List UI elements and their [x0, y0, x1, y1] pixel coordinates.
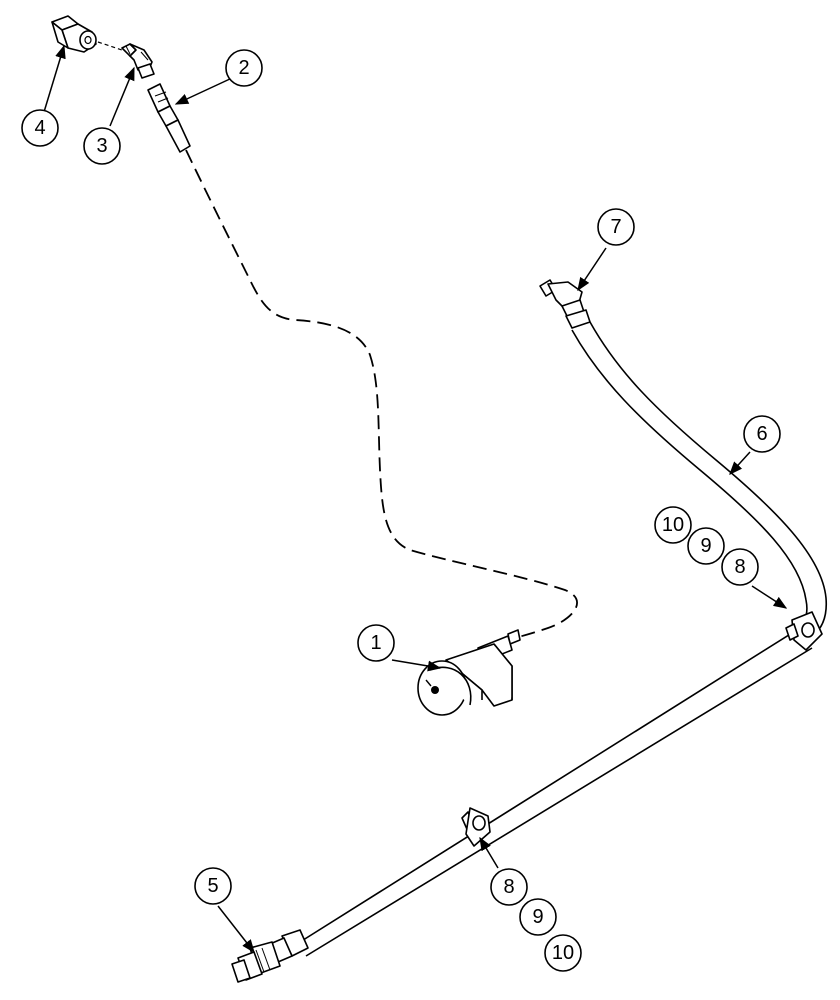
callout-2-label: 2 [238, 57, 249, 79]
part-5-fitting [231, 941, 281, 983]
callout-3: 3 [83, 127, 121, 165]
callout-9-lower: 9 [519, 898, 557, 936]
callout-4-label: 4 [34, 117, 45, 139]
callout-5: 5 [194, 867, 232, 905]
callout-6-label: 6 [756, 423, 767, 445]
part-2-hose-end [147, 83, 191, 153]
callout-2: 2 [225, 49, 263, 87]
part-4-adapter [51, 15, 123, 53]
callout-10-lower-label: 10 [552, 942, 574, 964]
callout-7: 7 [597, 208, 635, 246]
callout-10-upper-label: 10 [662, 514, 684, 536]
leader-lines [43, 44, 788, 954]
callout-1-label: 1 [370, 632, 381, 654]
part-3-elbow-fitting [121, 43, 155, 79]
callout-9-lower-label: 9 [532, 906, 543, 928]
callout-10-upper: 10 [654, 506, 692, 544]
callout-8-lower: 8 [490, 868, 528, 906]
callout-8-upper-label: 8 [734, 556, 745, 578]
callout-8-upper: 8 [721, 548, 759, 586]
callout-4: 4 [21, 109, 59, 147]
hidden-hose-route [185, 149, 578, 639]
callout-5-label: 5 [207, 875, 218, 897]
callout-3-label: 3 [96, 135, 107, 157]
callout-1: 1 [357, 624, 395, 662]
callout-10-lower: 10 [544, 934, 582, 972]
part-1-valve-block [417, 629, 521, 716]
callout-9-upper-label: 9 [700, 535, 711, 557]
callout-8-lower-label: 8 [503, 876, 514, 898]
callout-6: 6 [743, 415, 781, 453]
lower-hose-assembly [269, 611, 823, 963]
part-6-hose [571, 321, 828, 641]
callout-7-label: 7 [610, 216, 621, 238]
part-7-elbow-fitting [539, 279, 591, 329]
callout-9-upper: 9 [687, 527, 725, 565]
